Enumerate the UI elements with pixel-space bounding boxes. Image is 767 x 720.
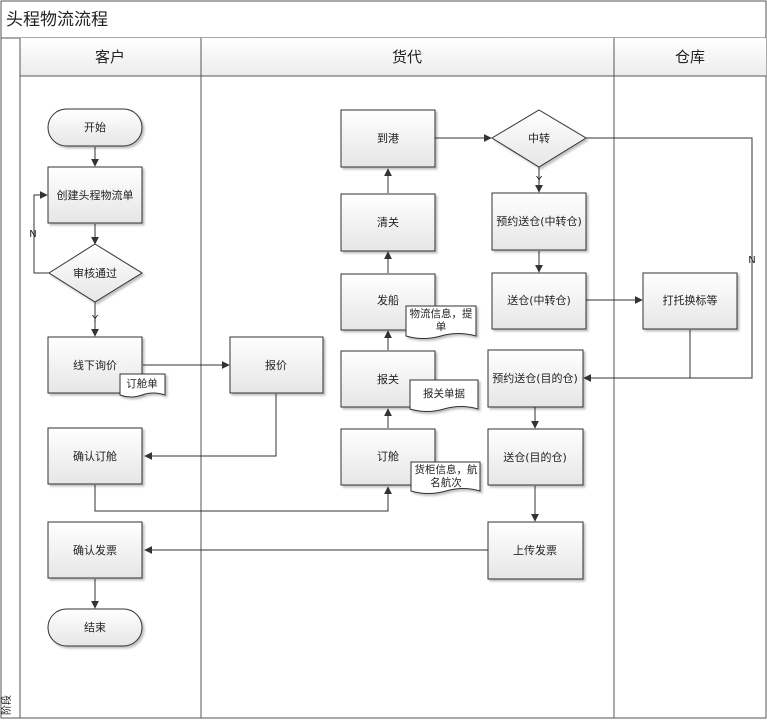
create-order-box (47, 166, 143, 224)
confirm-booking-label: 确认订舱 (73, 449, 117, 463)
customs-clearance-box (340, 193, 436, 252)
declaration-docs-text: 报关单据 (423, 387, 465, 400)
end-label: 结束 (84, 621, 106, 634)
diagram-title: 头程物流流程 (6, 10, 108, 30)
reserve-dest-wh-box (487, 349, 584, 408)
review-decision (48, 243, 143, 303)
upload-invoice-box (487, 521, 584, 580)
edge-confirm-to-booking (94, 485, 392, 512)
lane-header-forwarder: 货代 (392, 48, 422, 66)
confirm-invoice-box (47, 521, 143, 579)
container-info-text-line2: 名航次 (430, 476, 462, 489)
quote-label: 报价 (265, 358, 287, 372)
edge-label-no-transit: N (748, 255, 755, 266)
edge-review-no-loop (33, 191, 49, 274)
transit-label: 中转 (528, 131, 550, 145)
create-order-label: 创建头程物流单 (57, 188, 134, 202)
start-label: 开始 (84, 120, 106, 134)
logistics-info-document (405, 305, 477, 339)
palletize-relabel-label: 打托换标等 (663, 293, 718, 307)
declaration-docs-document (409, 379, 479, 412)
offline-inquiry-label: 线下询价 (73, 358, 117, 372)
deliver-dest-wh-box (487, 428, 584, 486)
booking-form-document (119, 373, 166, 398)
lane-header-warehouse: 仓库 (675, 48, 705, 66)
logistics-info-text-line2: 单 (436, 321, 447, 333)
edge-label-yes-transit: Y (535, 175, 543, 186)
deliver-dest-wh-label: 送仓(目的仓) (503, 450, 567, 464)
arrive-port-box (340, 109, 436, 168)
deliver-transit-wh-label: 送仓(中转仓) (507, 293, 571, 307)
edge-label-no-review: N (29, 229, 36, 240)
booking-label: 订舱 (377, 449, 399, 463)
booking-form-text: 订舱单 (126, 377, 158, 390)
customs-declaration-label: 报关 (377, 372, 399, 386)
edge-label-yes-review: Y (91, 314, 99, 325)
customs-clearance-label: 清关 (377, 215, 399, 229)
end-terminal (47, 608, 143, 647)
phase-label: 阶段 (0, 695, 13, 715)
confirm-booking-box (47, 427, 143, 485)
lane-header-band (20, 38, 766, 76)
lane-header-customer: 客户 (95, 48, 125, 66)
edge-quote-to-confirm-booking (144, 394, 277, 460)
reserve-transit-wh-box (491, 192, 587, 251)
start-terminal (47, 108, 143, 147)
arrive-port-label: 到港 (377, 132, 399, 145)
container-info-document (410, 461, 481, 494)
edge-transit-no (583, 137, 753, 382)
reserve-dest-wh-label: 预约送仓(目的仓) (492, 371, 578, 385)
quote-box (229, 336, 324, 394)
deliver-transit-wh-box (491, 272, 587, 330)
shipping-label: 发船 (377, 293, 399, 307)
logistics-info-text-line1: 物流信息，提 (410, 307, 473, 320)
palletize-relabel-box (642, 272, 738, 330)
confirm-invoice-label: 确认发票 (73, 543, 117, 557)
reserve-transit-wh-label: 预约送仓(中转仓) (496, 214, 582, 228)
review-label: 审核通过 (73, 266, 117, 280)
container-info-text-line1: 货柜信息，航 (415, 463, 478, 476)
upload-invoice-label: 上传发票 (513, 543, 557, 557)
transit-decision (491, 109, 587, 168)
